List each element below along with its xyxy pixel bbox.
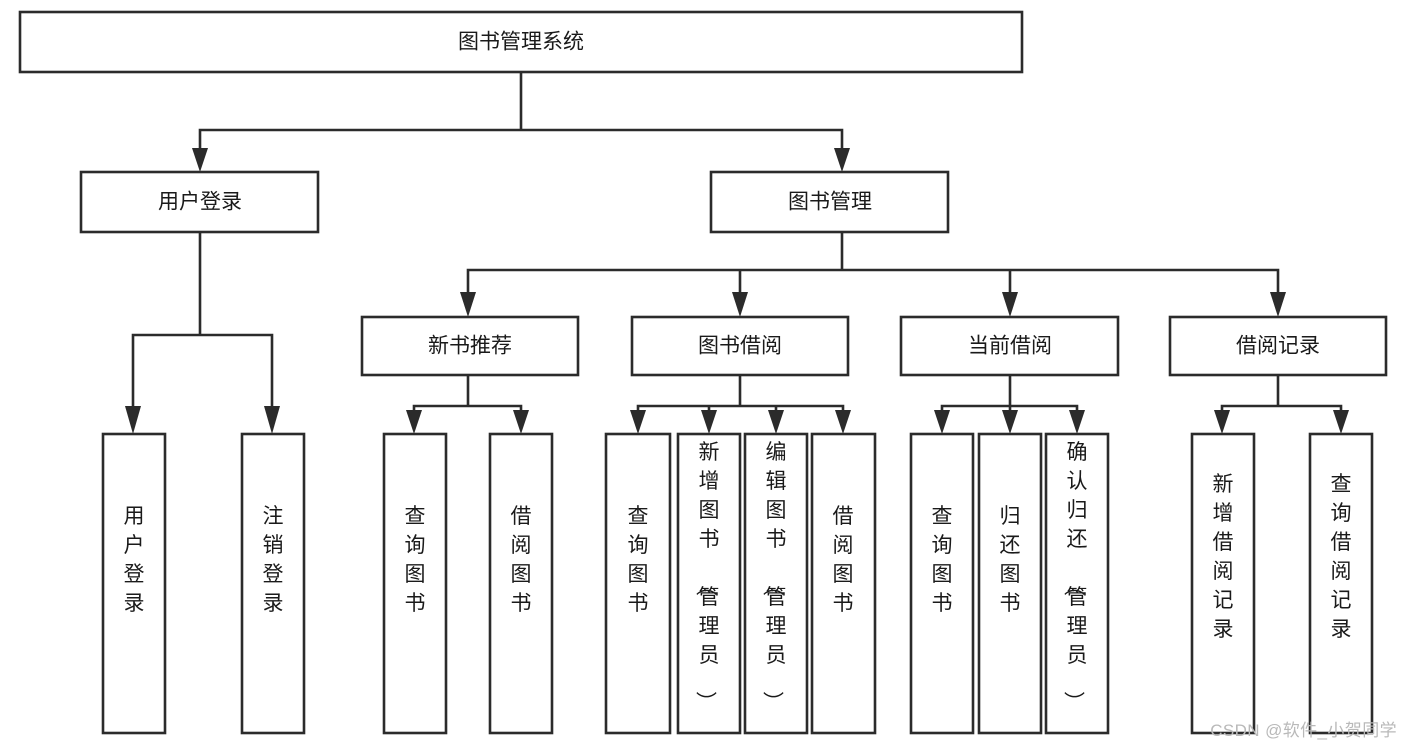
node-root-box[interactable] (18, 10, 1024, 74)
node-user-login-label: 用户登录 (158, 191, 242, 214)
node-leaf-add-record-label: 新增借阅记录 (1213, 473, 1234, 641)
edge-group-root (192, 70, 850, 172)
watermark: CSDN @软件_小贺同学 (1210, 721, 1397, 740)
node-leaf-query-record-label: 查询借阅记录 (1331, 473, 1352, 641)
node-leaf-borrow-book-1[interactable]: 借阅图书 (488, 432, 554, 735)
node-leaf-query-record[interactable]: 查询借阅记录 (1308, 432, 1374, 735)
node-leaf-confirm-return-box[interactable] (1044, 432, 1110, 735)
arrow-to-book-borrow (732, 292, 748, 317)
node-current-borrow[interactable]: 当前借阅 (899, 315, 1120, 377)
node-leaf-return-book-box[interactable] (977, 432, 1043, 735)
node-leaf-add-record-box[interactable] (1190, 432, 1256, 735)
node-book-borrow-box[interactable] (630, 315, 850, 377)
arrow-to-leaf-return-book (1002, 410, 1018, 434)
edge-root-to-level1 (198, 70, 844, 160)
edge-group-current-borrow (934, 373, 1085, 434)
edge-book-manage-to-level2 (466, 230, 1280, 298)
edge-group-book-manage (460, 230, 1286, 317)
node-borrow-record-label: 借阅记录 (1236, 335, 1320, 358)
arrow-to-leaf-add-record (1214, 410, 1230, 434)
arrow-to-leaf-query-book-2 (630, 410, 646, 434)
arrow-to-current-borrow (1002, 292, 1018, 317)
node-leaf-query-record-box[interactable] (1308, 432, 1374, 735)
edge-borrow-record-to-leaves (1220, 373, 1343, 420)
arrow-to-user-login (192, 148, 208, 172)
node-leaf-query-book-2-label: 查询图书 (628, 505, 649, 615)
edge-book-borrow-to-leaves (636, 373, 845, 420)
node-book-borrow-label: 图书借阅 (698, 335, 782, 358)
node-leaf-add-book-box[interactable] (676, 432, 742, 735)
node-leaf-add-book-label: 新增图书（管理员） (694, 441, 720, 712)
node-leaf-query-book-2-box[interactable] (604, 432, 672, 735)
node-root-label: 图书管理系统 (458, 31, 584, 54)
node-leaf-query-book-1-box[interactable] (382, 432, 448, 735)
node-leaf-borrow-book-2-label: 借阅图书 (833, 505, 854, 615)
node-leaf-query-book-1-label: 查询图书 (405, 505, 426, 615)
node-user-login[interactable]: 用户登录 (79, 170, 320, 234)
node-leaf-borrow-book-1-label: 借阅图书 (511, 505, 532, 615)
arrow-to-leaf-query-book-3 (934, 410, 950, 434)
node-borrow-record-box[interactable] (1168, 315, 1388, 377)
arrow-to-leaf-add-book (701, 410, 717, 434)
node-book-manage-label: 图书管理 (788, 191, 872, 214)
node-leaf-return-book-label: 归还图书 (1000, 505, 1021, 615)
edge-group-user-login (125, 230, 280, 434)
node-leaf-user-login-box[interactable] (101, 432, 167, 735)
node-leaf-edit-book[interactable]: 编辑图书（管理员） (743, 432, 809, 735)
node-leaf-borrow-book-2-box[interactable] (810, 432, 877, 735)
node-leaf-logout-label: 注销登录 (263, 505, 284, 615)
arrow-to-borrow-record (1270, 292, 1286, 317)
edge-user-login-to-leaves (131, 230, 274, 410)
node-current-borrow-label: 当前借阅 (968, 335, 1052, 358)
arrow-to-leaf-edit-book (768, 410, 784, 434)
node-leaf-query-book-2[interactable]: 查询图书 (604, 432, 672, 735)
node-leaf-query-book-3-box[interactable] (909, 432, 975, 735)
node-new-book-rec[interactable]: 新书推荐 (360, 315, 580, 377)
node-leaf-logout[interactable]: 注销登录 (240, 432, 306, 735)
arrow-to-leaf-query-book-1 (406, 410, 422, 434)
node-leaf-query-book-3-label: 查询图书 (932, 505, 953, 615)
edge-group-book-borrow (630, 373, 851, 434)
edge-group-borrow-record (1214, 373, 1349, 434)
node-new-book-rec-label: 新书推荐 (428, 335, 512, 358)
node-borrow-record[interactable]: 借阅记录 (1168, 315, 1388, 377)
arrow-to-new-book-rec (460, 292, 476, 317)
node-leaf-borrow-book-1-box[interactable] (488, 432, 554, 735)
arrow-to-leaf-confirm-return (1069, 410, 1085, 434)
node-leaf-return-book[interactable]: 归还图书 (977, 432, 1043, 735)
node-leaf-add-record[interactable]: 新增借阅记录 (1190, 432, 1256, 735)
node-leaf-confirm-return[interactable]: 确认归还（管理员） (1044, 432, 1110, 735)
edge-new-book-rec-to-leaves (412, 373, 523, 420)
node-book-manage[interactable]: 图书管理 (709, 170, 950, 234)
node-leaf-edit-book-box[interactable] (743, 432, 809, 735)
node-leaf-user-login-label: 用户登录 (124, 505, 145, 615)
arrow-to-book-manage (834, 148, 850, 172)
node-leaf-query-book-1[interactable]: 查询图书 (382, 432, 448, 735)
edge-group-new-book-rec (406, 373, 529, 434)
node-leaf-query-book-3[interactable]: 查询图书 (909, 432, 975, 735)
node-leaf-logout-box[interactable] (240, 432, 306, 735)
node-book-borrow[interactable]: 图书借阅 (630, 315, 850, 377)
arrow-to-leaf-query-record (1333, 410, 1349, 434)
node-book-manage-box[interactable] (709, 170, 950, 234)
node-leaf-borrow-book-2[interactable]: 借阅图书 (810, 432, 877, 735)
node-leaf-confirm-return-label: 确认归还（管理员） (1062, 441, 1088, 712)
arrow-to-leaf-borrow-book-1 (513, 410, 529, 434)
node-new-book-rec-box[interactable] (360, 315, 580, 377)
node-leaf-user-login[interactable]: 用户登录 (101, 432, 167, 735)
node-current-borrow-box[interactable] (899, 315, 1120, 377)
arrow-to-leaf-borrow-book-2 (835, 410, 851, 434)
node-leaf-add-book[interactable]: 新增图书（管理员） (676, 432, 742, 735)
arrow-to-leaf-logout (264, 406, 280, 434)
node-user-login-box[interactable] (79, 170, 320, 234)
arrow-to-leaf-user-login (125, 406, 141, 434)
node-root[interactable]: 图书管理系统 (18, 10, 1024, 74)
node-leaf-edit-book-label: 编辑图书（管理员） (761, 441, 787, 712)
